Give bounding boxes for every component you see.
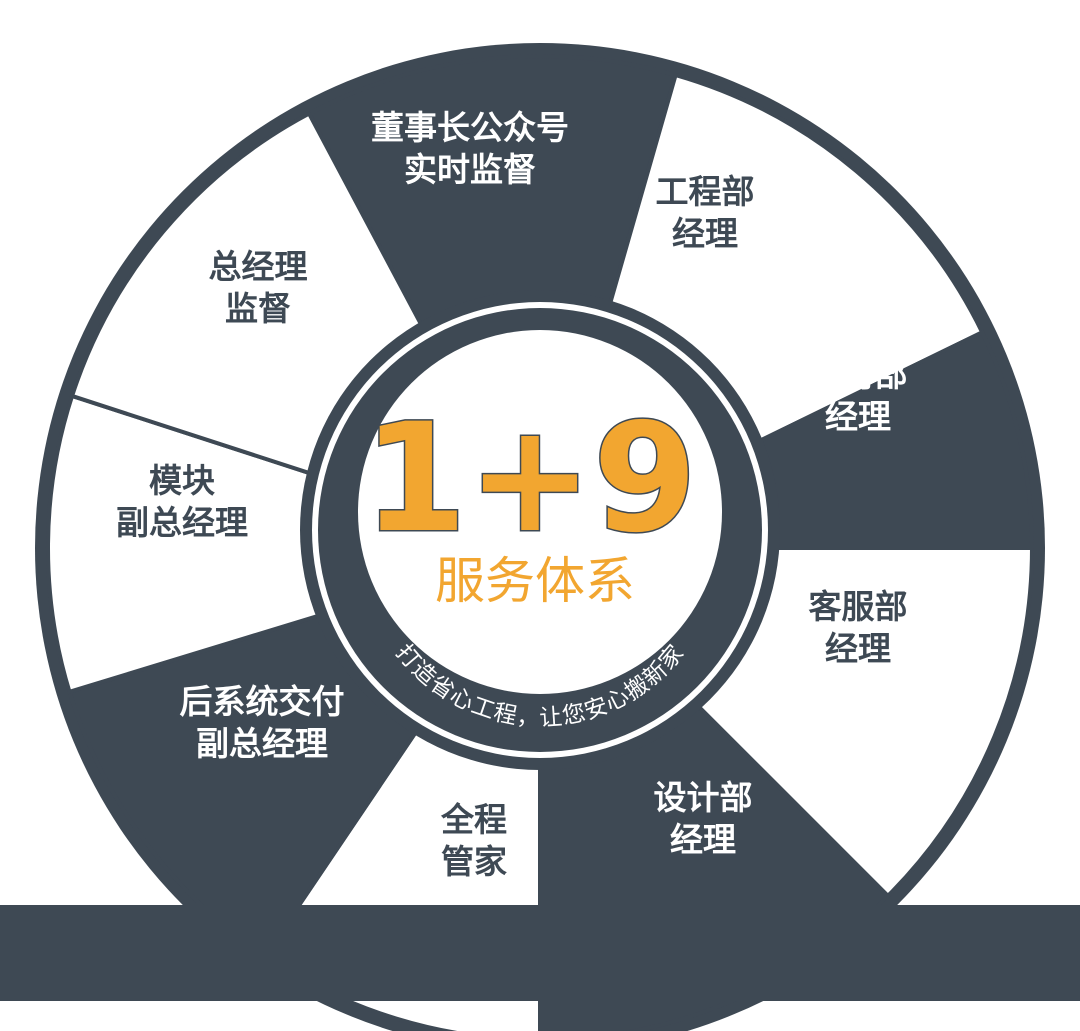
segment-2-label-line-1: 工程部 — [656, 172, 755, 211]
bottom-band — [0, 905, 1080, 1001]
segment-3-label-line-2: 经理 — [825, 397, 891, 436]
center-number: 1+9 — [363, 392, 697, 566]
segment-6-label-line-2: 管家 — [441, 842, 507, 881]
segment-2-label-line-2: 经理 — [672, 214, 738, 253]
segment-6-label-line-1: 全程 — [440, 800, 507, 839]
segment-7-label-line-1: 后系统交付 — [180, 682, 345, 721]
segment-9-label-line-1: 总经理 — [209, 247, 308, 286]
segment-3-label-line-1: 主材部 — [809, 355, 908, 394]
hub-center — [358, 330, 722, 694]
segment-5-label-line-1: 设计部 — [654, 778, 753, 817]
segment-8-label-line-1: 模块 — [149, 461, 215, 500]
segment-1-label-line-2: 实时监督 — [404, 150, 536, 189]
segment-4-label-line-1: 客服部 — [809, 587, 908, 626]
segment-8-label-line-2: 副总经理 — [116, 503, 248, 542]
watermark — [735, 962, 1055, 992]
segment-7-label-line-2: 副总经理 — [196, 724, 328, 763]
segment-5-label-line-2: 经理 — [670, 820, 736, 859]
segment-9-label-line-2: 监督 — [225, 289, 291, 328]
center-title: 服务体系 — [435, 552, 635, 610]
segment-1-label-line-1: 董事长公众号 — [371, 108, 569, 147]
segment-4-label-line-2: 经理 — [825, 629, 891, 668]
